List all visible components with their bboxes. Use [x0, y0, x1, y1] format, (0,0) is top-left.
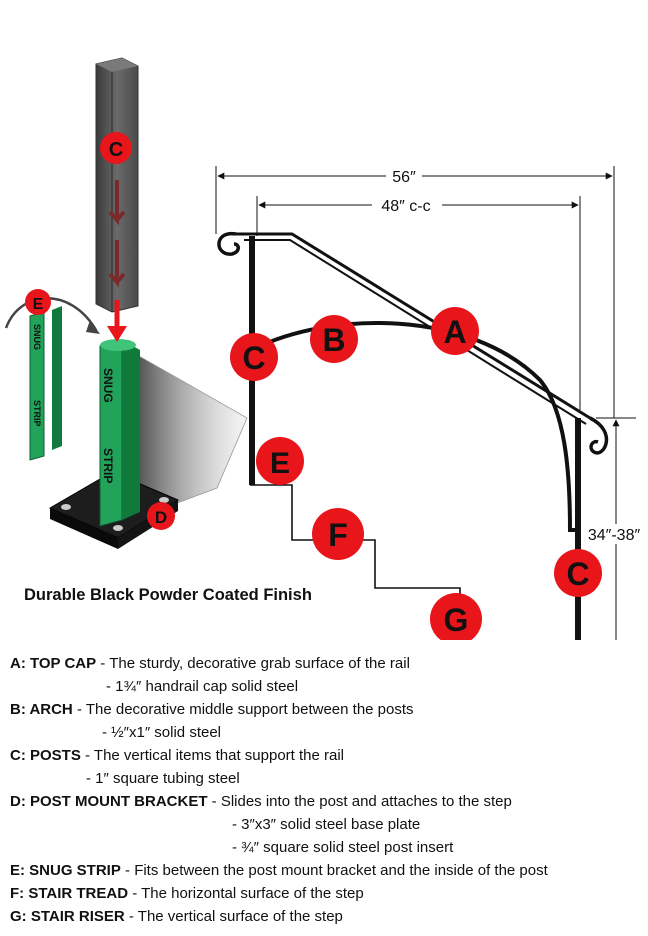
dimension-overall-width: 56″: [215, 166, 615, 418]
assembled-railing-view: 56″ 48″ c-c 34″-38″ A B C: [215, 166, 646, 640]
legend-item-g: G: STAIR RISER - The vertical surface of…: [10, 908, 343, 925]
callout-a-top-cap: A: [431, 307, 479, 355]
legend-item-d: D: POST MOUNT BRACKET - Slides into the …: [10, 793, 512, 810]
snug-strip-label-word1: SNUG: [101, 368, 115, 403]
svg-text:A: A: [443, 314, 466, 350]
svg-text:D: D: [155, 508, 167, 527]
loose-strip-label-word2: STRIP: [32, 400, 42, 427]
legend-item-d-spec-1: - 3″x3″ solid steel base plate: [232, 816, 421, 833]
callout-c-left-post: C: [230, 333, 278, 381]
snug-strip-label-word2: STRIP: [101, 448, 115, 483]
legend-item-e: E: SNUG STRIP - Fits between the post mo…: [10, 862, 548, 879]
callout-e-bracket: E: [256, 437, 304, 485]
callout-c-right-post: C: [554, 549, 602, 597]
callout-f-tread: F: [312, 508, 364, 560]
dimension-center-to-center: 48″ c-c: [256, 195, 581, 410]
snug-strip-loose: [4, 297, 100, 461]
callout-e-strip: E: [25, 289, 51, 315]
svg-text:48″ c-c: 48″ c-c: [381, 198, 430, 215]
callout-c-post: C: [100, 132, 132, 164]
legend-item-f: F: STAIR TREAD - The horizontal surface …: [10, 885, 364, 902]
callout-d-bracket: D: [147, 502, 175, 530]
arch: [251, 320, 578, 532]
svg-text:56″: 56″: [392, 169, 416, 186]
svg-text:C: C: [242, 340, 265, 376]
svg-text:B: B: [322, 322, 345, 358]
svg-text:F: F: [328, 517, 348, 553]
svg-text:34″-38″: 34″-38″: [588, 527, 641, 544]
handrail-diagram: SNUG STRIP SNUG STRIP C E D: [4, 57, 646, 640]
legend-item-c-spec: - 1″ square tubing steel: [86, 770, 240, 787]
svg-text:E: E: [270, 447, 290, 480]
stair-profile: [250, 484, 461, 640]
insertion-arrows: [107, 180, 127, 342]
svg-text:G: G: [444, 602, 469, 638]
legend-item-a-spec: - 1¾″ handrail cap solid steel: [106, 678, 299, 695]
legend-item-c: C: POSTS - The vertical items that suppo…: [10, 747, 345, 764]
legend-item-b: B: ARCH - The decorative middle support …: [10, 701, 414, 718]
legend-item-b-spec: - ½″x1″ solid steel: [102, 724, 222, 741]
top-cap: [217, 231, 609, 455]
svg-text:C: C: [109, 139, 123, 161]
legend-item-d-spec-2: - ¾″ square solid steel post insert: [232, 839, 454, 856]
loose-strip-label-word1: SNUG: [32, 324, 42, 350]
legend-item-a: A: TOP CAP - The sturdy, decorative grab…: [10, 655, 410, 672]
parts-legend: A: TOP CAP - The sturdy, decorative grab…: [10, 652, 646, 928]
snug-strip-installed: [99, 339, 140, 527]
dimension-height: 34″-38″: [582, 417, 646, 640]
callout-g-riser: G: [430, 593, 482, 640]
svg-text:C: C: [566, 556, 589, 592]
callout-b-arch: B: [310, 315, 358, 363]
finish-caption: Durable Black Powder Coated Finish: [24, 586, 312, 604]
exploded-bracket-view: SNUG STRIP SNUG STRIP C E D: [4, 57, 248, 549]
svg-text:E: E: [33, 296, 44, 313]
